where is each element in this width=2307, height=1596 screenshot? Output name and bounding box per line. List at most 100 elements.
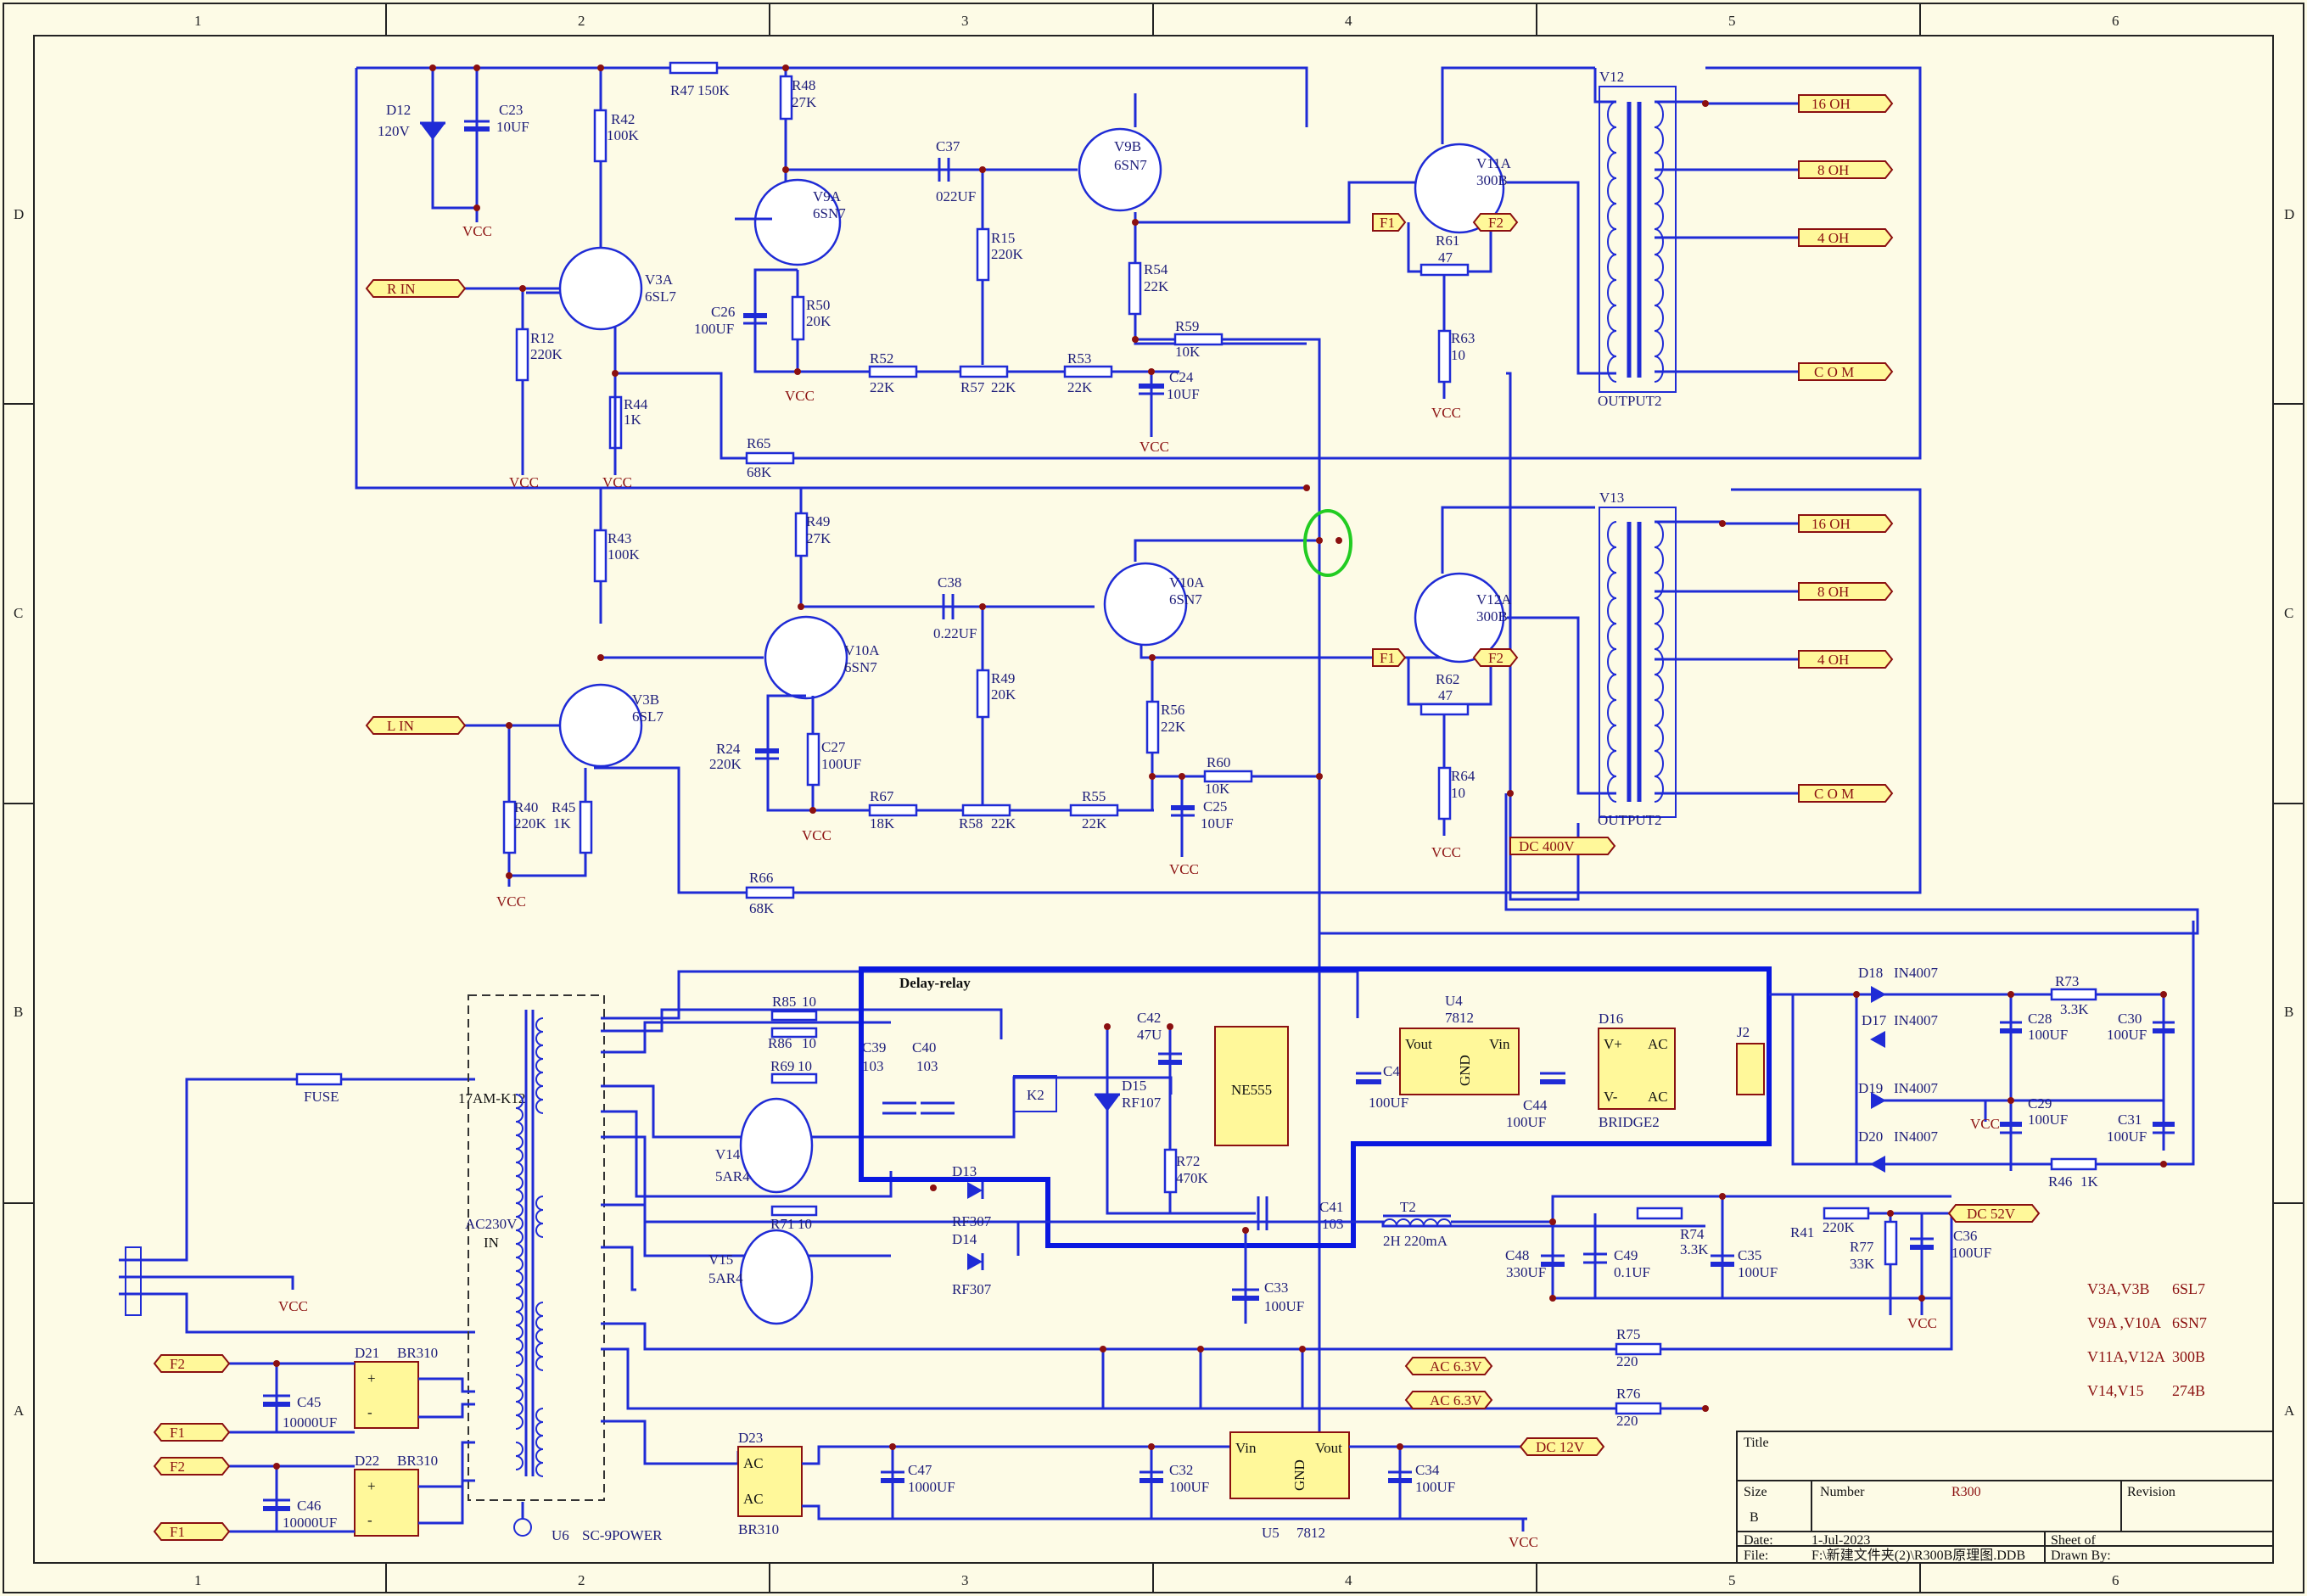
port-r-in[interactable]	[365, 279, 467, 298]
tube-list-type: 274B	[2172, 1382, 2205, 1399]
comp-ref: D14	[952, 1231, 977, 1247]
ic-pin: +	[367, 1478, 376, 1494]
comp-val: 47	[1438, 687, 1453, 703]
port-8oh[interactable]	[1798, 582, 1894, 601]
port-4oh[interactable]	[1798, 650, 1894, 669]
port-com[interactable]	[1798, 784, 1894, 803]
comp-ref: R40	[514, 799, 538, 815]
regulator-ic	[1229, 1431, 1350, 1499]
bridge-rectifier-ic	[354, 1361, 419, 1429]
comp-val: IN4007	[1894, 1012, 1938, 1028]
vcc-label: VCC	[1907, 1315, 1937, 1331]
port-f2[interactable]	[1472, 648, 1519, 667]
resistor-icon	[1437, 329, 1452, 384]
port-dc12v[interactable]	[1519, 1437, 1605, 1456]
comp-val: 20K	[991, 686, 1016, 703]
relay-label: K2	[1027, 1087, 1044, 1103]
port-16oh[interactable]	[1798, 94, 1894, 113]
col-label: 6	[2112, 13, 2119, 29]
comp-val: 100UF	[1951, 1245, 1991, 1261]
resistor-icon	[1615, 1402, 1662, 1415]
comp-val: 100UF	[2107, 1027, 2147, 1043]
ic-pin: -	[367, 1512, 372, 1528]
comp-ref: R57	[960, 379, 985, 395]
comp-ref: R63	[1451, 330, 1475, 346]
delay-relay-box	[859, 966, 1772, 1248]
ic-pin: Vin	[1489, 1036, 1510, 1052]
comp-ref: C40	[912, 1039, 936, 1056]
comp-val: 10	[798, 1216, 812, 1232]
comp-ref: C41	[1319, 1199, 1343, 1215]
comp-val: 220	[1616, 1353, 1638, 1369]
revision-label: Revision	[2127, 1485, 2175, 1499]
tube-list-tubes: V9A ,V10A	[2087, 1314, 2161, 1331]
port-label: AC 6.3V	[1430, 1358, 1482, 1375]
comp-val: BR310	[397, 1453, 438, 1469]
comp-val: BR310	[738, 1521, 779, 1537]
vcc-label: VCC	[602, 474, 632, 490]
port-f1[interactable]	[153, 1423, 231, 1442]
comp-val: 100UF	[2107, 1128, 2147, 1145]
comp-ref: D16	[1599, 1011, 1623, 1027]
comp-val: 150K	[697, 82, 731, 98]
port-ac63v[interactable]	[1404, 1357, 1493, 1375]
ic-pin: AC	[743, 1455, 764, 1471]
resistor-icon	[1636, 1207, 1683, 1220]
comp-ref: V10A	[1169, 574, 1205, 591]
row-label: D	[14, 206, 24, 222]
port-f2[interactable]	[153, 1354, 231, 1373]
comp-val: 10	[798, 1058, 812, 1074]
comp-ref: D23	[738, 1430, 763, 1446]
title-block: Title Size B Number R300 Revision Date: …	[1736, 1431, 2274, 1564]
comp-val: 47	[1438, 249, 1453, 266]
port-f2[interactable]	[153, 1457, 231, 1476]
comp-val: 22K	[1161, 719, 1186, 735]
ic-pin: AC	[743, 1491, 764, 1507]
port-com[interactable]	[1798, 362, 1894, 381]
port-f1[interactable]	[1372, 213, 1407, 232]
port-f1[interactable]	[153, 1522, 231, 1541]
transformer-label: OUTPUT2	[1598, 393, 1662, 409]
upper-output-stage: V11A 300B R61 47 R63 10 VCC F1 F2 V12 OU…	[1372, 66, 1894, 901]
port-8oh[interactable]	[1798, 160, 1894, 179]
triode-tube-icon	[1414, 143, 1505, 234]
thermal-label: 17AM-K12	[458, 1090, 525, 1106]
comp-val: 3.3K	[2060, 1001, 2089, 1017]
col-label: 2	[578, 1572, 585, 1588]
ic-pin: Vin	[1235, 1440, 1257, 1456]
comp-ref: D12	[386, 102, 411, 118]
transformer-label: V12	[1599, 69, 1624, 85]
port-dc400v[interactable]	[1509, 837, 1616, 855]
bridge-rectifier-ic	[737, 1446, 803, 1517]
comp-ref: R15	[991, 230, 1015, 246]
comp-ref: R54	[1144, 261, 1168, 277]
comp-val: 2H 220mA	[1383, 1233, 1448, 1249]
port-ac63v[interactable]	[1404, 1391, 1493, 1409]
delay-relay-label: Delay-relay	[899, 975, 971, 991]
transformer-label: OUTPUT2	[1598, 812, 1662, 828]
vcc-label: VCC	[496, 893, 526, 910]
port-l-in[interactable]	[365, 716, 467, 735]
comp-val: BRIDGE2	[1599, 1114, 1660, 1130]
port-4oh[interactable]	[1798, 228, 1894, 247]
port-16oh[interactable]	[1798, 514, 1894, 533]
vcc-label: VCC	[1970, 1116, 2000, 1132]
comp-val: 22K	[1082, 815, 1107, 832]
row-label: C	[14, 605, 23, 621]
comp-val: IN4007	[1894, 965, 1938, 981]
comp-ref: D22	[355, 1453, 379, 1469]
port-dc52v[interactable]	[1947, 1204, 2041, 1223]
vcc-label: VCC	[1169, 861, 1199, 877]
size-value: B	[1750, 1510, 1759, 1525]
comp-val: 22K	[991, 815, 1016, 832]
comp-val: RF107	[1122, 1095, 1162, 1111]
triode-tube-icon	[558, 246, 643, 331]
ne555-ic	[1214, 1026, 1289, 1146]
port-f2[interactable]	[1472, 213, 1519, 232]
highlight-ellipse[interactable]	[1303, 509, 1352, 577]
row-label: D	[2284, 206, 2294, 222]
vcc-label: VCC	[1431, 405, 1461, 421]
port-label: L IN	[387, 718, 414, 734]
comp-ref: R42	[611, 111, 635, 127]
port-f1[interactable]	[1372, 648, 1407, 667]
